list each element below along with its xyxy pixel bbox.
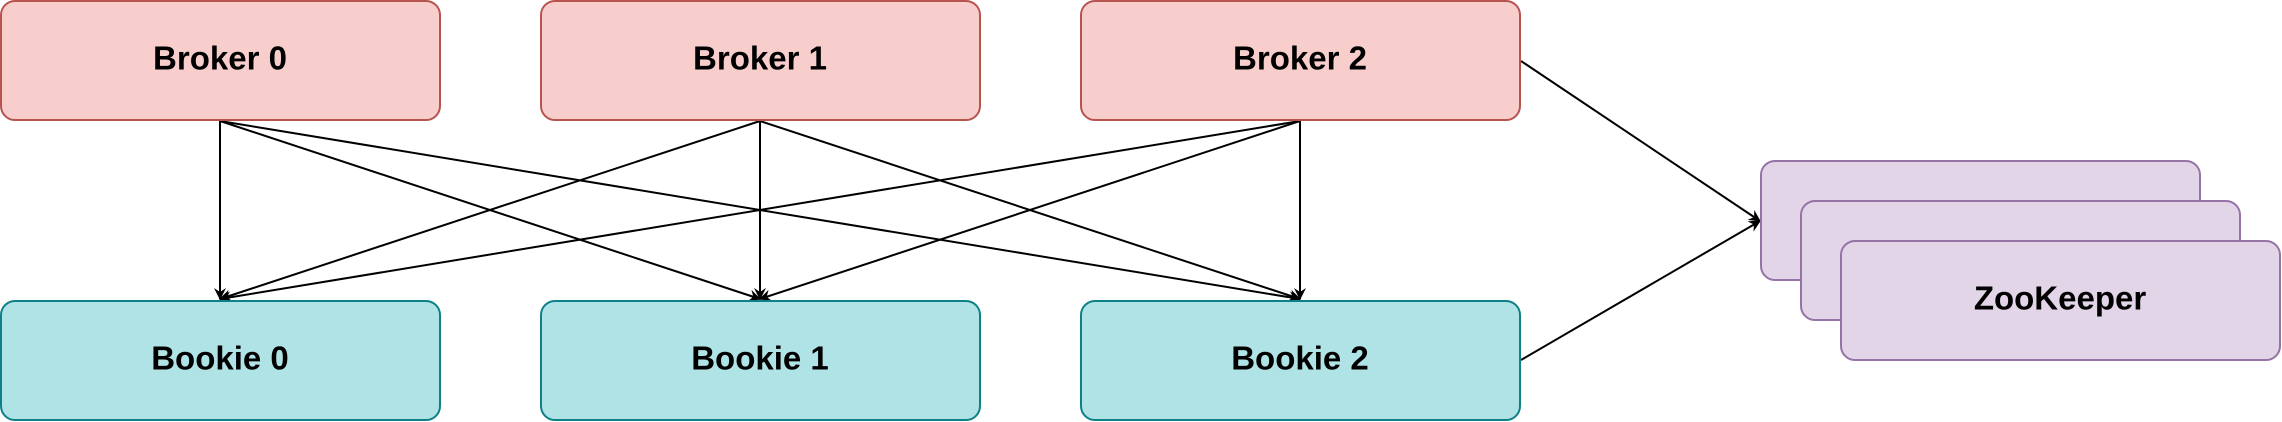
bookie-node-2[interactable]: Bookie 2 [1080,300,1521,421]
broker-label: Broker 0 [153,40,287,77]
edge-bookie2-zookeeper [1520,220,1761,361]
edges [214,60,1761,361]
bookie-box [1080,300,1521,421]
bookie-node-1[interactable]: Bookie 1 [540,300,981,421]
zookeeper-cluster[interactable]: ZooKeeper [1760,160,2281,361]
zookeeper-box-front [1840,240,2281,361]
broker-box [540,0,981,121]
edge-broker1-bookie0 [219,120,761,302]
bookie-box [0,300,441,421]
broker-node-1[interactable]: Broker 1 [540,0,981,121]
broker-node-0[interactable]: Broker 0 [0,0,441,121]
broker-box [0,0,441,121]
broker-box [1080,0,1521,121]
bookie-label: Bookie 0 [151,340,289,377]
edge-broker2-bookie1 [759,120,1301,302]
bookie-label: Bookie 2 [1231,340,1369,377]
zookeeper-label: ZooKeeper [1974,280,2147,317]
broker-node-2[interactable]: Broker 2 [1080,0,1521,121]
broker-label: Broker 2 [1233,40,1367,77]
broker-label: Broker 1 [693,40,827,77]
bookie-node-0[interactable]: Bookie 0 [0,300,441,421]
bookie-label: Bookie 1 [691,340,829,377]
edge-broker2-zookeeper [1520,60,1761,222]
bookie-box [540,300,981,421]
edge-broker2-bookie0 [219,120,1301,304]
